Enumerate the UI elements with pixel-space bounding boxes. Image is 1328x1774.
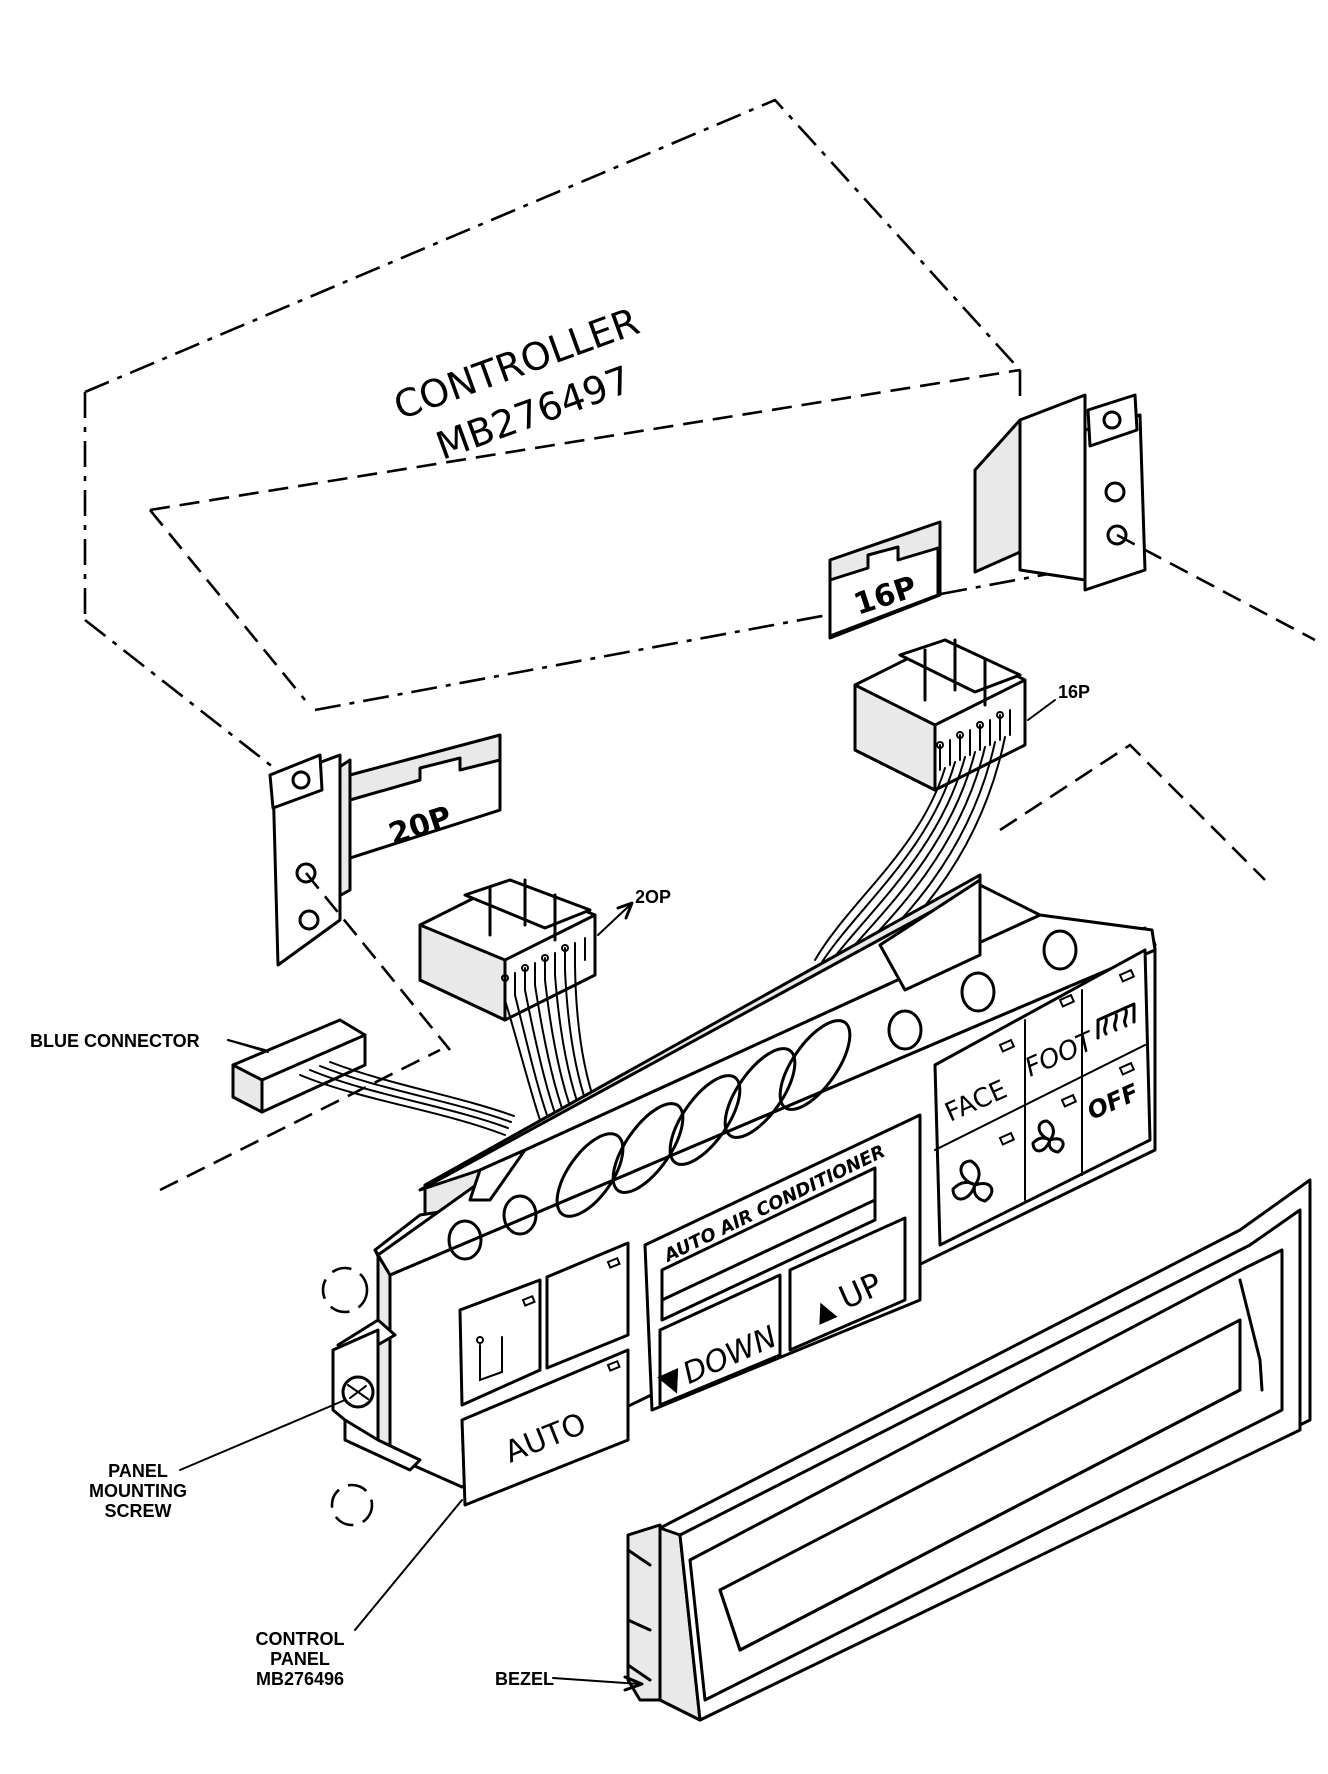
- guide-line-panel-left: [159, 1048, 441, 1192]
- guide-line-left: [304, 872, 452, 1051]
- controller-bracket-right: [973, 393, 1147, 592]
- controller-socket-20p: 20P: [348, 733, 502, 860]
- svg-text:PANEL: PANEL: [270, 1649, 330, 1669]
- callout-line-blue-connector: [227, 1039, 269, 1053]
- guide-line-right: [1116, 533, 1316, 642]
- harness-wires-20p: [504, 964, 597, 1121]
- screw-hole-lower: [330, 1483, 374, 1527]
- blue-connector: BLUE CONNECTOR: [30, 1018, 515, 1136]
- fan-icon: [951, 1159, 994, 1203]
- svg-text:MOUNTING: MOUNTING: [89, 1481, 187, 1501]
- controller-bracket-left: [268, 753, 352, 967]
- bezel: BEZEL: [495, 1178, 1312, 1722]
- fan-icon-small: [1031, 1119, 1065, 1154]
- control-panel-callout: CONTROL PANEL MB276496: [256, 1499, 463, 1689]
- connector-16p-label: 16P: [1058, 682, 1090, 702]
- svg-text:CONTROL: CONTROL: [256, 1629, 345, 1649]
- screw-hole-upper: [321, 1266, 369, 1314]
- svg-text:PANEL: PANEL: [108, 1461, 168, 1481]
- svg-text:MB276496: MB276496: [256, 1669, 344, 1689]
- harness-connector-16p: 16P: [853, 638, 1090, 792]
- defrost-icon: [1096, 1002, 1136, 1040]
- guide-line-panel-right: [999, 743, 1266, 881]
- harness-connector-20p: 2OP: [418, 878, 671, 1022]
- bezel-callout: BEZEL: [495, 1669, 554, 1689]
- connector-20p-label: 2OP: [635, 887, 671, 907]
- panel-mounting-screw-callout: PANEL MOUNTING SCREW: [89, 1399, 346, 1521]
- controller-box: [83, 98, 1071, 802]
- svg-text:SCREW: SCREW: [105, 1501, 172, 1521]
- blue-connector-callout: BLUE CONNECTOR: [30, 1031, 200, 1051]
- controller-socket-16p: 16P: [828, 520, 942, 640]
